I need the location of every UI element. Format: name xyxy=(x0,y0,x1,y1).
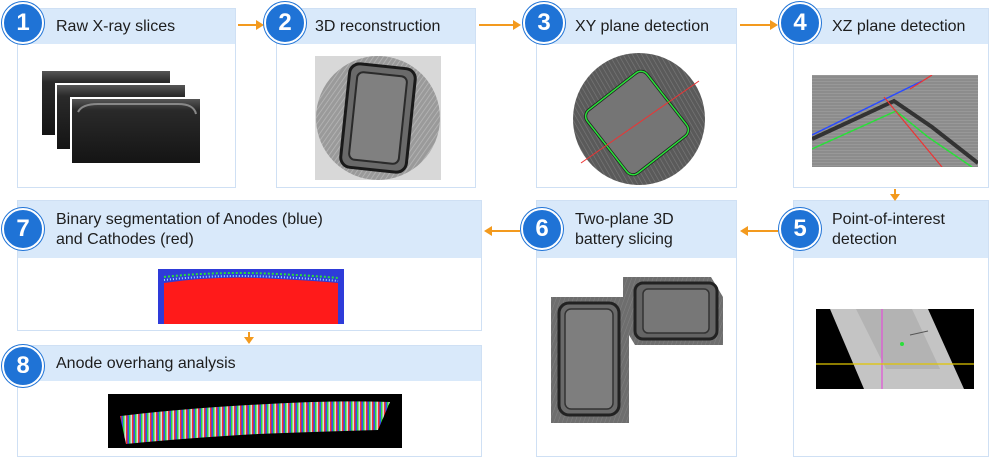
step-6-header: Two-plane 3D battery slicing xyxy=(537,201,736,258)
step-2-title: 3D reconstruction xyxy=(315,17,441,35)
step-4-badge: 4 xyxy=(779,2,821,44)
step-5-title: Point-of-interest detection xyxy=(832,210,945,248)
step-3-header: XY plane detection xyxy=(537,9,736,44)
step-3-card: XY plane detection xyxy=(536,8,737,188)
step-4-card: XZ plane detection xyxy=(793,8,989,188)
step-8-header: Anode overhang analysis xyxy=(18,346,481,381)
xy-plane-image xyxy=(573,53,705,185)
arrow-6-to-7 xyxy=(484,226,520,236)
step-6-title: Two-plane 3D battery slicing xyxy=(575,210,674,248)
raw-xray-slices-image xyxy=(40,69,202,165)
overhang-analysis-image xyxy=(108,394,402,448)
arrow-3-to-4 xyxy=(740,20,778,30)
step-4-header: XZ plane detection xyxy=(794,9,988,44)
step-5-card: Point-of-interest detection xyxy=(793,200,989,457)
step-2-badge: 2 xyxy=(264,2,306,44)
step-6-card: Two-plane 3D battery slicing xyxy=(536,200,737,457)
arrow-4-to-5 xyxy=(890,189,900,201)
segmentation-image xyxy=(158,269,344,324)
step-4-title: XZ plane detection xyxy=(832,17,966,35)
step-7-card: Binary segmentation of Anodes (blue) and… xyxy=(17,200,482,331)
step-2-card: 3D reconstruction xyxy=(276,8,476,188)
arrow-5-to-6 xyxy=(740,226,778,236)
arrow-1-to-2 xyxy=(238,20,264,30)
step-8-card: Anode overhang analysis xyxy=(17,345,482,457)
step-7-badge: 7 xyxy=(2,208,44,250)
step-2-header: 3D reconstruction xyxy=(277,9,475,44)
step-1-header: Raw X-ray slices xyxy=(18,9,235,44)
step-1-card: Raw X-ray slices xyxy=(17,8,236,188)
step-3-title: XY plane detection xyxy=(575,17,710,35)
battery-slicing-image xyxy=(551,277,723,423)
arrow-7-to-8 xyxy=(244,332,254,344)
reconstruction-image xyxy=(315,56,441,180)
point-of-interest-image xyxy=(816,309,974,389)
step-7-header: Binary segmentation of Anodes (blue) and… xyxy=(18,201,481,258)
step-3-badge: 3 xyxy=(523,2,565,44)
arrow-2-to-3 xyxy=(479,20,521,30)
step-5-header: Point-of-interest detection xyxy=(794,201,988,258)
step-1-title: Raw X-ray slices xyxy=(56,17,176,35)
step-8-title: Anode overhang analysis xyxy=(56,354,236,372)
step-1-badge: 1 xyxy=(2,2,44,44)
step-7-title: Binary segmentation of Anodes (blue) and… xyxy=(56,210,323,248)
step-8-badge: 8 xyxy=(2,345,44,387)
step-5-badge: 5 xyxy=(779,208,821,250)
step-6-badge: 6 xyxy=(521,208,563,250)
xz-plane-image xyxy=(812,75,978,167)
